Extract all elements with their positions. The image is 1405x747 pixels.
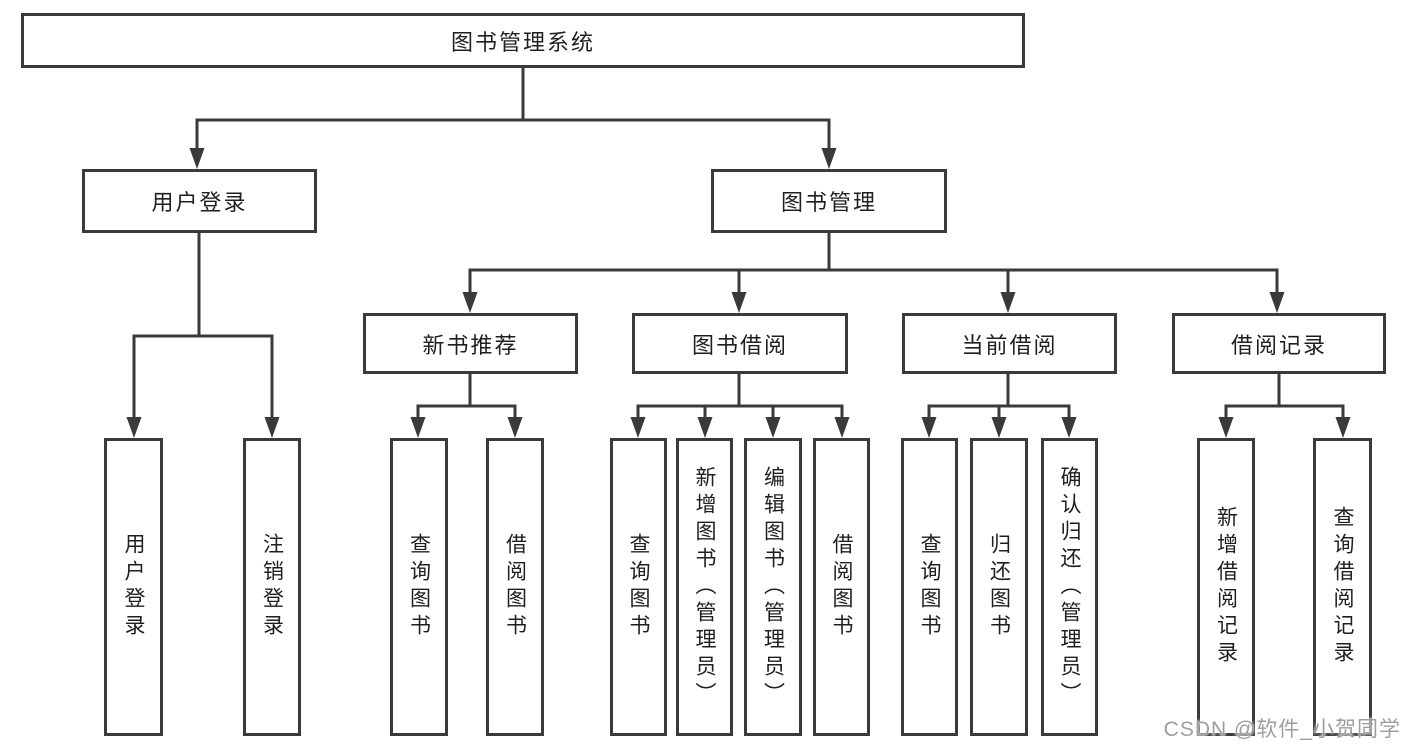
node-leaf-confirm-return-admin-label: 确认归还（管理员） [1058, 465, 1081, 709]
node-leaf-logout-label: 注销登录 [260, 533, 284, 641]
node-borrow-records: 借阅记录 [1172, 313, 1386, 374]
node-root: 图书管理系统 [21, 13, 1025, 68]
node-leaf-edit-book-admin-label: 编辑图书（管理员） [761, 465, 785, 709]
node-leaf-user-login: 用户登录 [104, 438, 163, 736]
node-borrow-records-label: 借阅记录 [1230, 332, 1327, 358]
node-current-borrow: 当前借阅 [902, 313, 1117, 374]
node-leaf-query-books-recommend-label: 查询图书 [407, 533, 431, 641]
node-book-management: 图书管理 [711, 169, 947, 233]
node-new-book-recommend: 新书推荐 [363, 313, 578, 374]
node-leaf-borrow-books-recommend-label: 借阅图书 [503, 533, 527, 641]
node-leaf-return-book: 归还图书 [970, 438, 1028, 736]
node-leaf-query-books-recommend: 查询图书 [390, 438, 448, 736]
node-root-label: 图书管理系统 [450, 29, 595, 55]
node-new-book-recommend-label: 新书推荐 [422, 332, 519, 358]
node-leaf-add-borrow-record-label: 新增借阅记录 [1214, 506, 1238, 668]
node-leaf-borrow-books-recommend: 借阅图书 [486, 438, 544, 736]
node-book-borrow: 图书借阅 [632, 313, 848, 374]
node-leaf-query-books-borrow: 查询图书 [610, 438, 667, 736]
node-user-login-label: 用户登录 [151, 190, 248, 215]
node-leaf-confirm-return-admin: 确认归还（管理员） [1041, 438, 1098, 736]
node-leaf-add-book-admin: 新增图书（管理员） [676, 438, 733, 736]
node-leaf-add-book-admin-label: 新增图书（管理员） [693, 465, 716, 709]
watermark: CSDN @软件_小贺同学 [1163, 718, 1401, 741]
node-current-borrow-label: 当前借阅 [961, 332, 1058, 358]
node-book-management-label: 图书管理 [780, 190, 877, 215]
node-leaf-logout: 注销登录 [243, 438, 301, 736]
node-leaf-edit-book-admin: 编辑图书（管理员） [744, 438, 802, 736]
node-leaf-query-borrow-record-label: 查询借阅记录 [1331, 506, 1354, 668]
node-leaf-query-borrow-record: 查询借阅记录 [1313, 438, 1372, 736]
node-leaf-query-books-current-label: 查询图书 [918, 533, 941, 641]
node-book-borrow-label: 图书借阅 [691, 332, 788, 358]
arrowheads [126, 148, 1351, 438]
node-leaf-query-books-current: 查询图书 [901, 438, 958, 736]
node-leaf-return-book-label: 归还图书 [987, 533, 1011, 641]
node-leaf-borrow-books-borrow-label: 借阅图书 [830, 533, 853, 641]
node-leaf-add-borrow-record: 新增借阅记录 [1197, 438, 1255, 736]
node-user-login: 用户登录 [82, 169, 317, 233]
node-leaf-query-books-borrow-label: 查询图书 [627, 533, 650, 641]
node-leaf-user-login-label: 用户登录 [122, 533, 145, 641]
node-leaf-borrow-books-borrow: 借阅图书 [813, 438, 870, 736]
